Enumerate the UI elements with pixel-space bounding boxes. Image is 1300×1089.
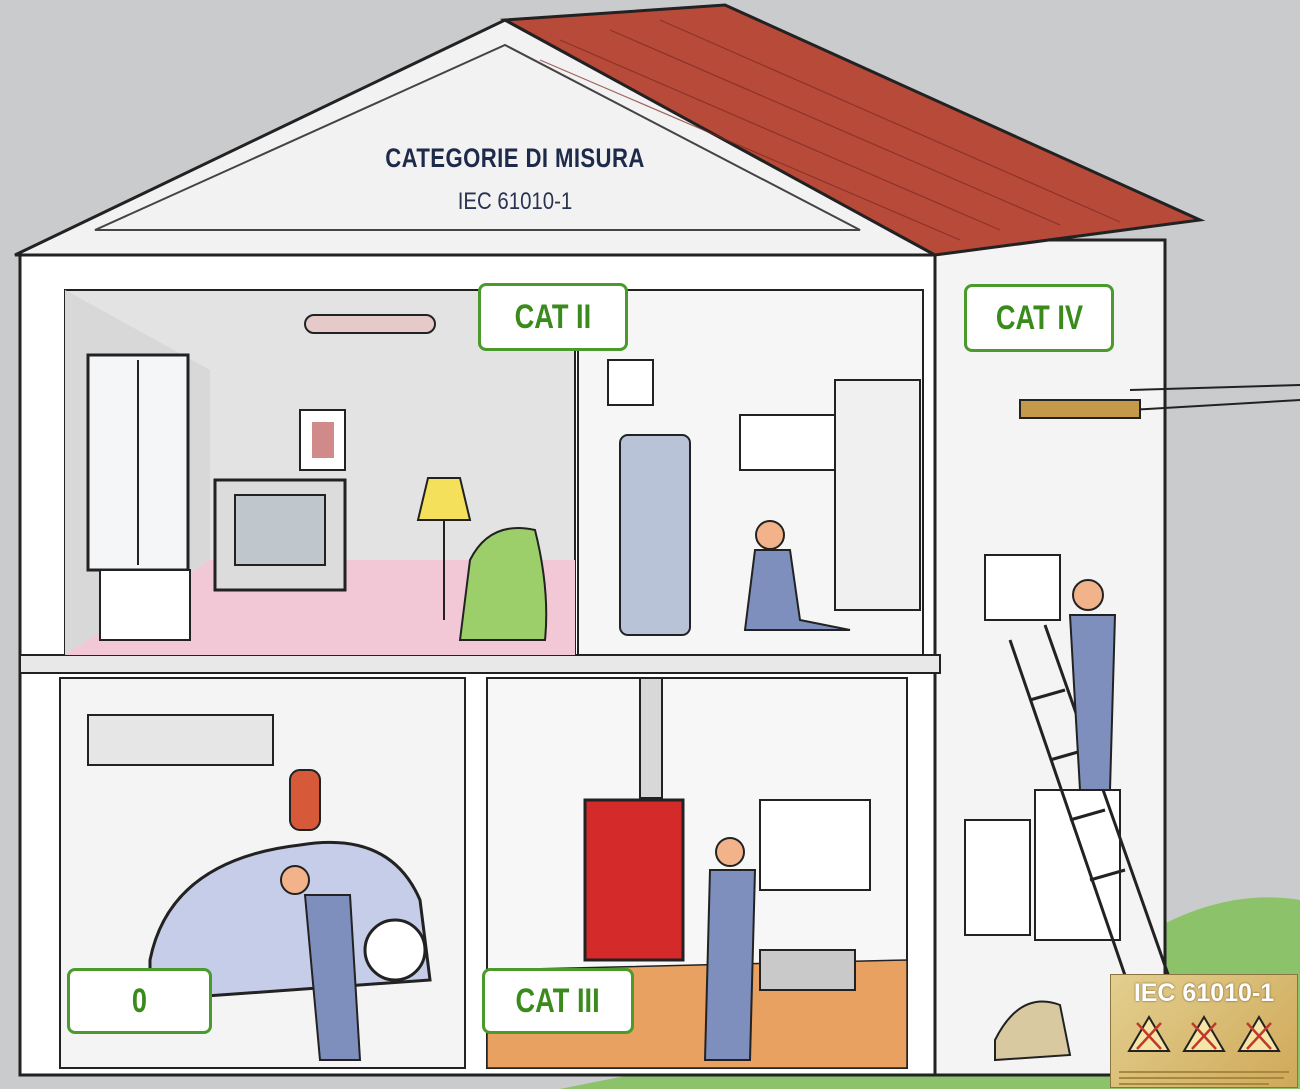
toolbox (760, 950, 855, 990)
diagram-subtitle: IEC 61010-1 (332, 188, 698, 216)
chimney-pipe (640, 678, 662, 798)
microwave (740, 415, 835, 470)
meter-box (985, 555, 1060, 620)
fine-print-line (1119, 1071, 1289, 1073)
electrical-panel (760, 800, 870, 890)
gas-cylinder (290, 770, 320, 830)
mechanic (281, 866, 309, 894)
electric-hazard-icon (1129, 1017, 1169, 1051)
fire-hazard-icon (1184, 1017, 1224, 1051)
cat-ii-label: CAT II (478, 283, 628, 351)
cat-iv-label: CAT IV (964, 284, 1114, 352)
side-wall (935, 240, 1165, 1075)
electrician-basement (716, 838, 744, 866)
ceiling-light (305, 315, 435, 333)
garage-door (88, 715, 273, 765)
cabinets (835, 380, 920, 610)
lamp (418, 478, 470, 520)
radiator (100, 570, 190, 640)
technician-kitchen (756, 521, 784, 549)
distribution-panel (965, 820, 1030, 935)
clock (608, 360, 653, 405)
fridge (620, 435, 690, 635)
explosion-hazard-icon (1239, 1017, 1279, 1051)
hazard-icons (1111, 1009, 1297, 1069)
fine-print-line (1119, 1077, 1284, 1079)
standard-label-title: IEC 61010-1 (1111, 979, 1297, 1008)
insulator-bracket (1020, 400, 1140, 418)
electrician-exterior (1073, 580, 1103, 610)
diagram-title: CATEGORIE DI MISURA (339, 143, 692, 174)
standard-label: IEC 61010-1 (1110, 974, 1298, 1088)
cat-0-label: 0 (67, 968, 212, 1034)
fine-print-line (1119, 1083, 1269, 1085)
boiler (585, 800, 683, 960)
cat-iii-label: CAT III (482, 968, 634, 1034)
